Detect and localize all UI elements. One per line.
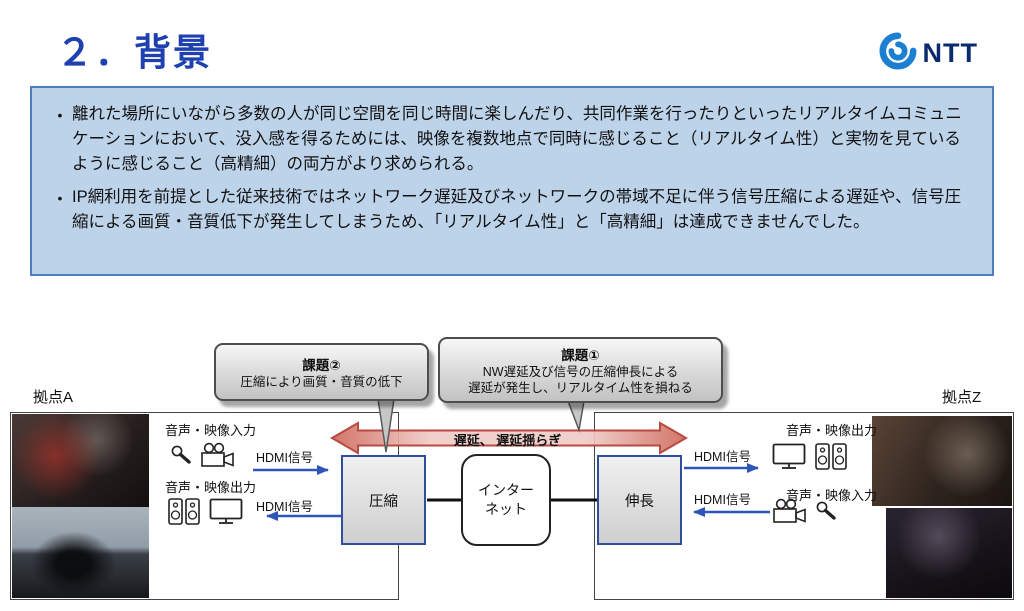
bullet-marker: • xyxy=(57,107,63,123)
monitor-icon xyxy=(209,498,243,530)
hdmi-signal-label-a-in: HDMI信号 xyxy=(256,451,313,465)
video-camera-icon xyxy=(772,498,808,529)
site-a-input-icons xyxy=(170,442,236,473)
microphone-icon xyxy=(170,444,194,471)
monitor-icon xyxy=(772,443,806,475)
issue-1-callout: 課題① NW遅延及び信号の圧縮伸長による 遅延が発生し、リアルタイム性を損ねる xyxy=(438,337,723,403)
issue-1-title: 課題① xyxy=(561,347,600,363)
hdmi-signal-label-z-out: HDMI信号 xyxy=(694,450,751,464)
video-camera-icon xyxy=(200,442,236,473)
photo-keyboardist-site-a xyxy=(12,507,149,598)
summary-bullet-2: • IP網利用を前提とした従来技術ではネットワーク遅延及びネットワークの帯域不足… xyxy=(48,185,972,235)
ntt-dynamic-loop-icon xyxy=(879,32,917,75)
photo-drummer-site-z xyxy=(872,416,1012,506)
av-input-label-site-z: 音声・映像入力 xyxy=(786,488,878,503)
site-a-label: 拠点A xyxy=(33,389,74,406)
ntt-logo-text: NTT xyxy=(922,38,978,68)
delay-jitter-label: 遅延、 遅延揺らぎ xyxy=(453,433,562,448)
av-output-label-site-z: 音声・映像出力 xyxy=(786,423,878,438)
summary-panel: • 離れた場所にいながら多数の人が同じ空間を同じ時間に楽しんだり、共同作業を行っ… xyxy=(30,86,994,276)
summary-bullet-1-text: 離れた場所にいながら多数の人が同じ空間を同じ時間に楽しんだり、共同作業を行ったり… xyxy=(72,105,962,173)
summary-bullet-2-text: IP網利用を前提とした従来技術ではネットワーク遅延及びネットワークの帯域不足に伴… xyxy=(72,188,962,231)
site-z-input-icons xyxy=(772,498,839,529)
site-z-label: 拠点Z xyxy=(942,389,982,406)
site-a-output-icons xyxy=(168,498,243,530)
summary-bullet-1: • 離れた場所にいながら多数の人が同じ空間を同じ時間に楽しんだり、共同作業を行っ… xyxy=(48,102,972,176)
page-title: ２．背景 xyxy=(56,32,212,73)
speakers-icon xyxy=(168,498,200,530)
compression-box: 圧縮 xyxy=(341,455,426,545)
issue-1-body: NW遅延及び信号の圧縮伸長による 遅延が発生し、リアルタイム性を損ねる xyxy=(468,364,693,395)
av-input-label-site-a: 音声・映像入力 xyxy=(165,423,257,438)
photo-guitarist-site-z xyxy=(886,508,1012,598)
av-output-label-site-a: 音声・映像出力 xyxy=(165,480,257,495)
expansion-box: 伸長 xyxy=(597,455,682,545)
site-z-output-icons xyxy=(772,443,847,475)
microphone-icon xyxy=(815,500,839,527)
internet-node: インター ネット xyxy=(461,454,551,546)
issue-2-title: 課題② xyxy=(302,357,341,373)
issue-2-callout: 課題② 圧縮により画質・音質の低下 xyxy=(214,343,429,401)
speakers-icon xyxy=(815,443,847,475)
issue-2-body: 圧縮により画質・音質の低下 xyxy=(240,374,403,389)
photo-bassist-site-a xyxy=(12,414,149,507)
hdmi-signal-label-z-in: HDMI信号 xyxy=(694,493,751,507)
hdmi-signal-label-a-out: HDMI信号 xyxy=(256,500,313,514)
bullet-marker: • xyxy=(57,190,63,207)
ntt-logo: NTT xyxy=(879,32,978,75)
